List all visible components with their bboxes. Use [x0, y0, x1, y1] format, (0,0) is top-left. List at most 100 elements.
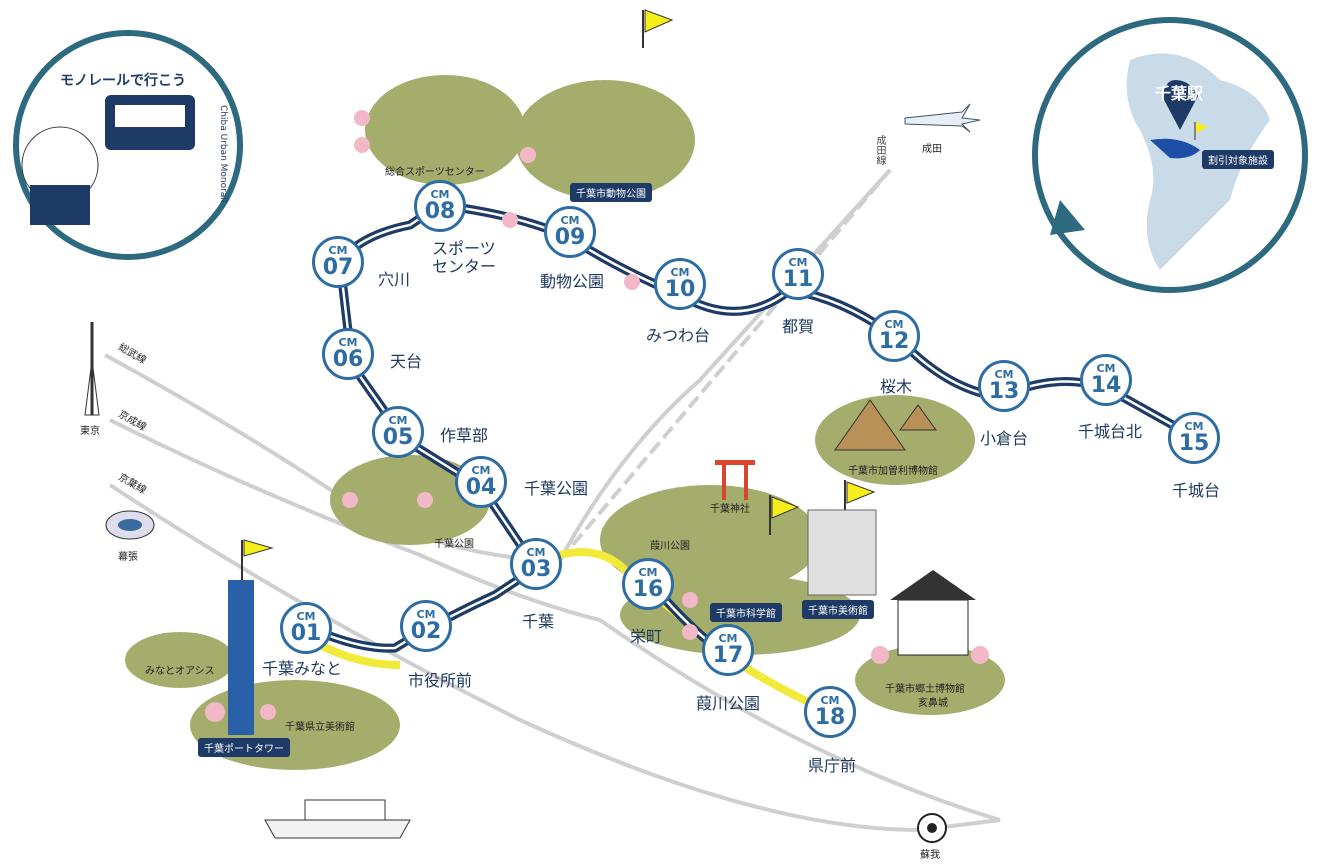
- station-cm-code: CM: [471, 464, 491, 477]
- station-number: 16: [632, 577, 664, 602]
- ship-illustration: [264, 799, 411, 839]
- zoo-area: [515, 80, 695, 200]
- rail-lines: [104, 168, 1001, 833]
- station-cm-code: CM: [1096, 362, 1116, 375]
- sports-park-area: [365, 75, 525, 185]
- station-name-cm08: スポーツ センター: [432, 239, 497, 276]
- station-name-cm05: 作草部: [440, 426, 489, 445]
- facility-shrine: 千葉神社: [710, 504, 750, 515]
- facility-art-museum[interactable]: 千葉市美術館: [802, 600, 874, 619]
- cherry-blossoms: [205, 110, 989, 722]
- minato-area: [125, 632, 235, 688]
- facility-minato-oasis: みなとオアシス: [145, 666, 215, 677]
- station-cm-code: CM: [820, 694, 840, 707]
- station-cm-code: CM: [296, 610, 316, 623]
- station-number: 01: [290, 621, 322, 646]
- inset-station-label: 千葉駅: [1155, 84, 1204, 103]
- station-cm-code: CM: [718, 632, 738, 645]
- station-cm-code: CM: [388, 414, 408, 427]
- chiba-park-area: [330, 455, 490, 545]
- station-name-cm12: 桜木: [880, 377, 913, 396]
- station-cm-code: CM: [328, 244, 348, 257]
- station-cm-code: CM: [638, 566, 658, 579]
- station-number: 15: [1178, 431, 1210, 456]
- station-name-cm18: 県庁前: [808, 756, 857, 775]
- art-museum-building: [807, 509, 877, 596]
- facility-yoshikawa-park: 葭川公園: [650, 541, 690, 552]
- station-name-cm15: 千城台: [1172, 481, 1221, 500]
- facility-prefectural-art: 千葉県立美術館: [285, 722, 355, 733]
- station-name-cm06: 天台: [390, 352, 423, 371]
- station-name-cm14: 千城台北: [1078, 422, 1143, 441]
- station-cm-code: CM: [994, 368, 1014, 381]
- badge-en-title: Chiba Urban Monorail: [218, 105, 228, 203]
- port-tower-illustration: [228, 539, 274, 735]
- shrine-gate: [715, 460, 755, 500]
- station-number: 18: [814, 705, 846, 730]
- station-cm-code: CM: [788, 256, 808, 269]
- station-cm-code: CM: [526, 546, 546, 559]
- facility-chiba-park: 千葉公園: [434, 539, 474, 550]
- station-name-cm03: 千葉: [522, 612, 555, 631]
- station-number: 03: [520, 557, 552, 582]
- station-name-cm09: 動物公園: [540, 272, 605, 291]
- keiyo-line: [108, 483, 1001, 833]
- station-number: 09: [554, 225, 586, 250]
- place-soga: 蘇我: [920, 850, 940, 861]
- station-number: 04: [465, 475, 497, 500]
- facility-folk-museum-sub: 亥鼻城: [918, 698, 948, 709]
- station-name-cm13: 小倉台: [980, 429, 1029, 448]
- facility-folk-museum: 千葉市郷土博物館: [885, 684, 965, 695]
- station-cm-code: CM: [430, 188, 450, 201]
- station-number: 02: [410, 619, 442, 644]
- inset-legend-tag: 割引対象施設: [1202, 150, 1274, 169]
- station-number: 17: [712, 643, 744, 668]
- facility-sports-center: 総合スポーツセンター: [385, 167, 485, 178]
- narita-line-label: 成田線: [874, 135, 885, 165]
- inset-map: [1032, 17, 1308, 293]
- station-name-cm17: 葭川公園: [696, 694, 761, 713]
- station-number: 14: [1090, 373, 1122, 398]
- station-cm-code: CM: [560, 214, 580, 227]
- station-name-cm10: みつわ台: [646, 326, 711, 345]
- station-name-cm16: 栄町: [630, 627, 663, 646]
- station-number: 11: [782, 267, 814, 292]
- station-number: 08: [424, 199, 456, 224]
- station-cm-code: CM: [338, 336, 358, 349]
- station-number: 13: [988, 379, 1020, 404]
- facility-port-tower[interactable]: 千葉ポートタワー: [198, 738, 290, 757]
- place-tokyo: 東京: [80, 426, 100, 437]
- airplane-icon: [904, 103, 981, 133]
- narita-line: [558, 168, 892, 562]
- station-number: 05: [382, 425, 414, 450]
- makuhari-stadium-icon: [105, 510, 155, 540]
- monorail-line-1: [308, 200, 1199, 653]
- station-cm-code: CM: [670, 266, 690, 279]
- station-name-cm02: 市役所前: [408, 671, 473, 690]
- facility-zoo[interactable]: 千葉市動物公園: [570, 183, 652, 202]
- facility-kasori: 千葉市加曽利博物館: [848, 466, 938, 477]
- keisei-line: [109, 418, 1001, 822]
- monorail-badge: [13, 30, 243, 260]
- place-makuhari: 幕張: [118, 552, 138, 563]
- badge-jp-title: モノレールで行こう: [60, 73, 186, 89]
- facility-science-museum[interactable]: 千葉市科学館: [710, 603, 782, 622]
